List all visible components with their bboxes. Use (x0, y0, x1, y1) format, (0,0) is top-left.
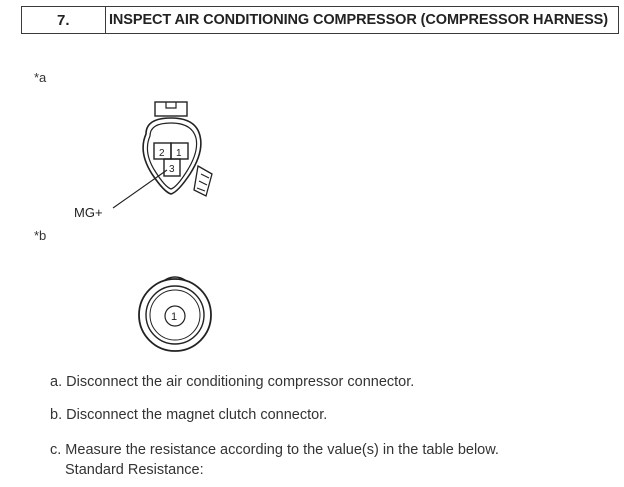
connector-latch (154, 101, 188, 117)
pin-label-2: 2 (159, 148, 165, 159)
callout-b: *b (34, 228, 47, 243)
pin-3-cavity (163, 158, 181, 177)
mg-leader-line (112, 169, 168, 209)
pin-label-1: 1 (176, 148, 182, 159)
pin-label-3: 3 (169, 164, 175, 175)
step-header: 7. INSPECT AIR CONDITIONING COMPRESSOR (… (21, 6, 619, 34)
step-title: INSPECT AIR CONDITIONING COMPRESSOR (COM… (109, 12, 608, 28)
step-number: 7. (22, 7, 106, 33)
clutch-connector-key (164, 276, 186, 281)
instruction-a: a. Disconnect the air conditioning compr… (50, 374, 415, 390)
connector-housing-inner (146, 122, 198, 190)
compressor-connector-diagram: 2 1 3 MG+ (74, 101, 213, 220)
callout-a: *a (34, 70, 47, 85)
pin-1-terminal (164, 305, 186, 327)
clutch-connector-middle (145, 285, 205, 345)
instruction-b: b. Disconnect the magnet clutch connecto… (50, 407, 328, 423)
connector-housing-outer (142, 117, 202, 195)
clutch-connector-inner (149, 289, 201, 341)
side-clip (193, 164, 213, 197)
magnet-clutch-connector-diagram: 1 (138, 276, 212, 352)
terminal-label-mg: MG+ (74, 205, 103, 220)
clutch-pin-label-1: 1 (171, 311, 177, 323)
instruction-c: c. Measure the resistance according to t… (50, 442, 499, 458)
standard-resistance-label: Standard Resistance: (65, 462, 204, 478)
clutch-connector-outer (138, 278, 212, 352)
